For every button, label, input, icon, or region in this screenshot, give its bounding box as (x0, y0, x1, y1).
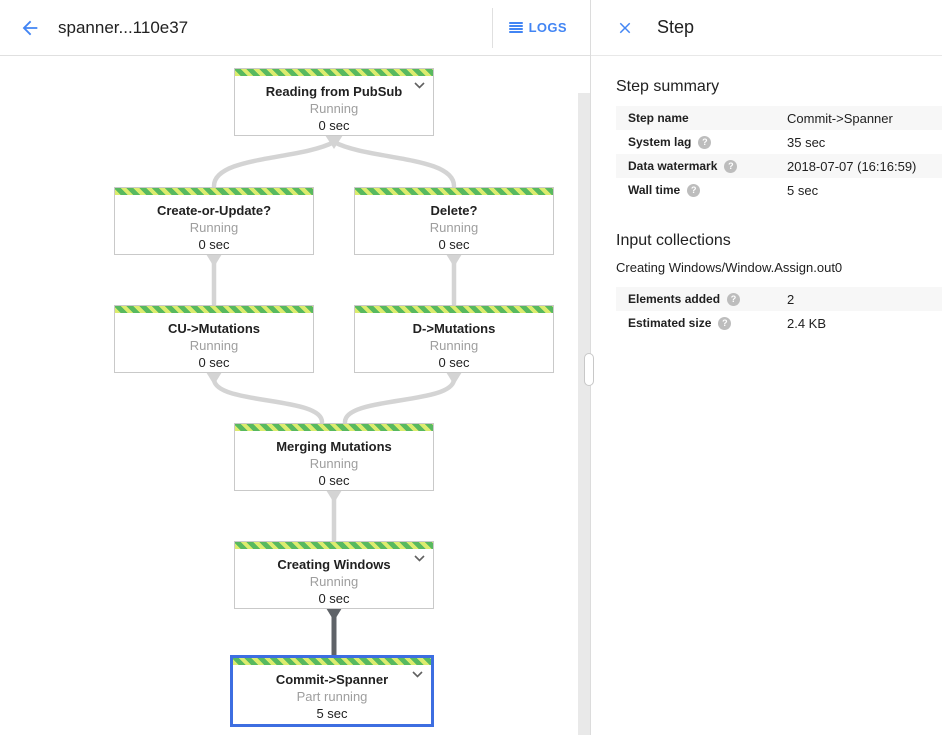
table-row: Elements added? 2 (616, 287, 942, 311)
node-time: 0 sec (318, 591, 350, 606)
job-graph-canvas[interactable]: Reading from PubSub Running 0 sec Create… (0, 56, 591, 735)
close-icon (619, 22, 631, 33)
node-progress-bar (235, 69, 433, 76)
node-progress-bar (233, 658, 431, 665)
node-status: Running (309, 101, 359, 116)
node-title: Delete? (430, 203, 478, 218)
table-row: Estimated size? 2.4 KB (616, 311, 942, 335)
input-collections-section: Input collections Creating Windows/Windo… (616, 232, 942, 335)
graph-edges (206, 135, 462, 658)
row-label: Step name (628, 111, 689, 125)
row-label: Wall time? (616, 183, 787, 197)
graph-node-cu-mutations[interactable]: CU->Mutations Running 0 sec (114, 305, 314, 373)
job-header: spanner...110e37 LOGS (0, 0, 591, 56)
graph-node-delete[interactable]: Delete? Running 0 sec (354, 187, 554, 255)
help-icon[interactable]: ? (698, 135, 712, 149)
job-title: spanner...110e37 (58, 17, 189, 37)
logs-icon (508, 22, 523, 33)
table-row: Step name Commit->Spanner (616, 106, 942, 130)
node-title: Create-or-Update? (156, 203, 272, 218)
logs-button-label: LOGS (528, 20, 567, 35)
row-value: 35 sec (787, 134, 826, 150)
help-icon[interactable]: ? (687, 183, 701, 197)
node-status: Running (429, 220, 479, 235)
row-value: 2018-07-07 (16:16:59) (787, 158, 917, 174)
help-icon[interactable]: ? (718, 316, 732, 330)
node-time: 0 sec (198, 355, 230, 370)
node-progress-bar (115, 188, 313, 195)
node-title: D->Mutations (412, 321, 496, 336)
step-panel-header: Step (591, 0, 942, 56)
node-progress-bar (115, 306, 313, 313)
step-summary-table: Step name Commit->Spanner System lag? 35… (616, 106, 942, 202)
row-value: 2 (787, 291, 795, 307)
node-status: Running (189, 338, 239, 353)
back-arrow-icon (22, 20, 38, 35)
graph-node-reading-from-pubsub[interactable]: Reading from PubSub Running 0 sec (234, 68, 434, 136)
back-button[interactable] (16, 14, 44, 42)
input-collection-table: Elements added? 2 Estimated size? 2.4 KB (616, 287, 942, 335)
node-title: CU->Mutations (167, 321, 261, 336)
logs-button[interactable]: LOGS (493, 10, 591, 46)
row-label: System lag? (616, 135, 787, 149)
graph-node-merging-mutations[interactable]: Merging Mutations Running 0 sec (234, 423, 434, 491)
collection-name-link[interactable]: Creating Windows/Window.Assign.out0 (616, 260, 843, 275)
chevron-down-icon[interactable] (412, 671, 423, 678)
node-time: 0 sec (438, 237, 470, 252)
table-row: Wall time? 5 sec (616, 178, 942, 202)
node-status: Running (309, 574, 359, 589)
row-label: Estimated size? (616, 316, 787, 330)
node-progress-bar (355, 306, 553, 313)
node-title: Reading from PubSub (265, 84, 403, 99)
node-time: 5 sec (316, 706, 348, 721)
panel-title: Step (657, 17, 695, 37)
node-time: 0 sec (318, 118, 350, 133)
node-title: Creating Windows (277, 557, 391, 572)
node-status: Running (429, 338, 479, 353)
row-label: Elements added? (616, 292, 787, 306)
help-icon[interactable]: ? (724, 159, 738, 173)
close-panel-button[interactable] (611, 14, 639, 42)
node-progress-bar (235, 424, 433, 431)
vertical-scrollbar[interactable] (578, 93, 591, 735)
node-title: Commit->Spanner (275, 672, 389, 687)
step-details-panel: Step Step summary Step name Commit->Span… (591, 0, 942, 735)
help-icon[interactable]: ? (727, 292, 741, 306)
node-progress-bar (235, 542, 433, 549)
graph-node-commit-spanner[interactable]: Commit->Spanner Part running 5 sec (230, 655, 434, 727)
node-status: Part running (296, 689, 368, 704)
chevron-down-icon[interactable] (414, 555, 425, 562)
graph-node-create-or-update[interactable]: Create-or-Update? Running 0 sec (114, 187, 314, 255)
row-value: 2.4 KB (787, 315, 827, 331)
table-row: System lag? 35 sec (616, 130, 942, 154)
graph-node-d-mutations[interactable]: D->Mutations Running 0 sec (354, 305, 554, 373)
chevron-down-icon[interactable] (414, 82, 425, 89)
row-label: Data watermark? (616, 159, 787, 173)
node-status: Running (309, 456, 359, 471)
header-divider (491, 7, 493, 48)
graph-node-creating-windows[interactable]: Creating Windows Running 0 sec (234, 541, 434, 609)
row-value: 5 sec (787, 182, 819, 198)
node-time: 0 sec (198, 237, 230, 252)
node-time: 0 sec (438, 355, 470, 370)
node-time: 0 sec (318, 473, 350, 488)
step-summary-heading: Step summary (616, 78, 720, 95)
step-panel-body: Step summary Step name Commit->Spanner S… (591, 56, 942, 335)
row-value: Commit->Spanner (787, 110, 893, 126)
node-status: Running (189, 220, 239, 235)
node-title: Merging Mutations (276, 439, 392, 454)
panel-resize-handle[interactable] (584, 353, 594, 386)
node-progress-bar (355, 188, 553, 195)
table-row: Data watermark? 2018-07-07 (16:16:59) (616, 154, 942, 178)
input-collections-heading: Input collections (616, 232, 731, 249)
